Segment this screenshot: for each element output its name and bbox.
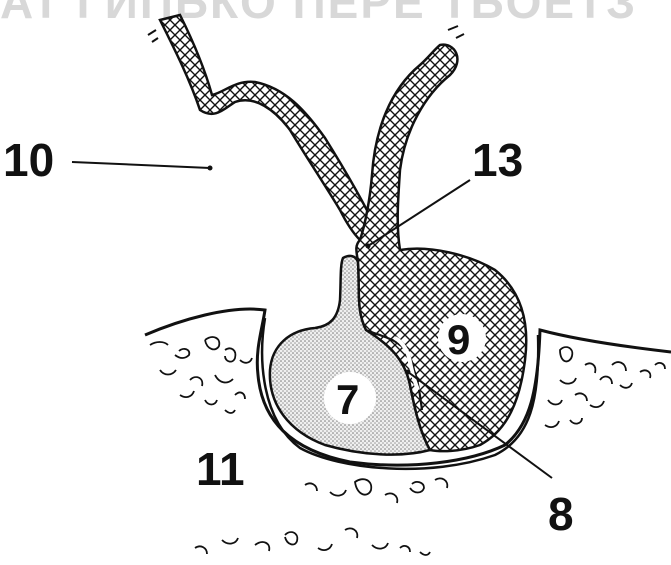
crosshatched-tube-left <box>160 15 378 240</box>
label-10: 10 <box>3 134 54 186</box>
leader-dot-13 <box>366 244 371 249</box>
label-8: 8 <box>548 488 574 540</box>
label-7: 7 <box>336 376 359 423</box>
leader-dot-8 <box>406 370 411 375</box>
leader-dot-10 <box>208 166 213 171</box>
label-9: 9 <box>447 316 470 363</box>
tube-dash-left <box>148 30 158 42</box>
leader-line-10 <box>72 162 210 168</box>
bone-texture-right <box>545 347 665 427</box>
faded-header-text: AT ГИПБКО ПЕРЕ ТБОЕТЗ <box>0 0 637 28</box>
label-13: 13 <box>472 134 523 186</box>
label-11: 11 <box>196 443 245 495</box>
bone-texture-left <box>150 337 252 413</box>
